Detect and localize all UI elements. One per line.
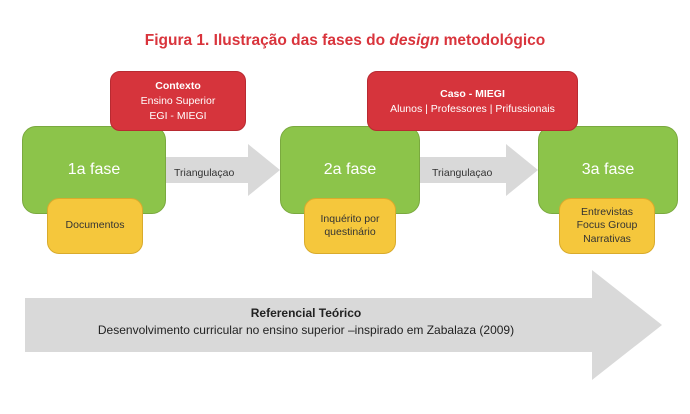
figure-title-emphasis: design <box>389 32 440 49</box>
case-heading: Caso - MIEGI <box>440 87 505 100</box>
connector-label-1: Triangulaçao <box>174 167 235 179</box>
reference-title: Referencial Teórico <box>250 306 362 320</box>
phase-3-label: 3a fase <box>581 161 635 178</box>
reference-subtitle: Desenvolvimento curricular no ensino sup… <box>97 323 515 337</box>
figure-title-prefix: Figura 1. Ilustração das fases do <box>144 32 390 49</box>
phase-1-label: 1a fase <box>67 161 121 178</box>
triangulation-arrow-1 <box>160 144 280 196</box>
context-box: Contexto Ensino Superior EGI - MIEGI <box>110 71 246 131</box>
triangulation-arrow-2 <box>418 144 538 196</box>
phase-2-detail-box: Inquérito por questinário <box>304 198 396 254</box>
referencial-teorico-arrow <box>25 270 662 380</box>
case-box: Caso - MIEGI Alunos | Professores | Prif… <box>367 71 578 131</box>
figure-title-suffix: metodológico <box>439 32 546 49</box>
phase-2-detail-line-1: Inquérito por <box>320 212 380 225</box>
context-heading: Contexto <box>155 80 201 92</box>
connector-label-2: Triangulaçao <box>432 167 493 179</box>
context-line-1: Ensino Superior <box>140 95 216 107</box>
context-line-2: EGI - MIEGI <box>149 110 207 122</box>
figure-title: Figura 1. Ilustração das fases do design… <box>0 32 690 50</box>
phase-1-detail-line-1: Documentos <box>65 219 125 232</box>
phase-2-detail-line-2: questinário <box>324 226 376 238</box>
phase-3-detail-box: Entrevistas Focus Group Narrativas <box>559 198 655 254</box>
phase-1-detail-box: Documentos <box>47 198 143 254</box>
phase-3-detail-line-1: Entrevistas <box>581 206 633 219</box>
phase-3-detail-line-2: Focus Group <box>576 219 638 232</box>
phase-3-detail-line-3: Narrativas <box>583 232 631 245</box>
case-line-1: Alunos | Professores | Prifussionais <box>390 102 555 115</box>
phase-2-label: 2a fase <box>323 161 377 178</box>
